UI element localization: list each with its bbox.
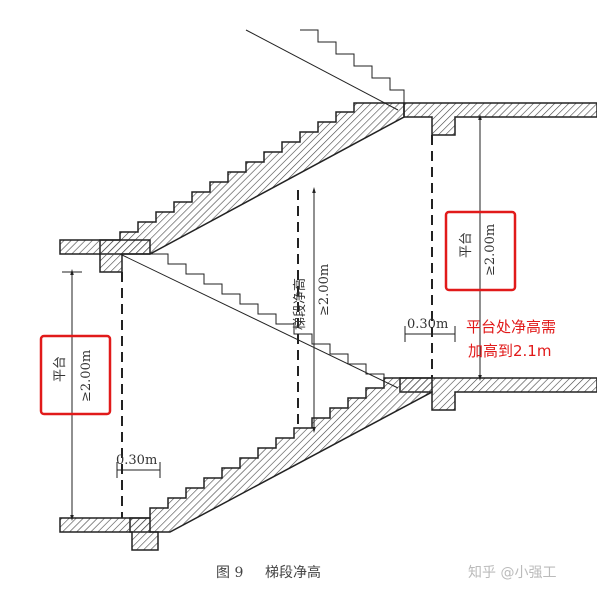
upper-landing-slab [403, 102, 597, 136]
background-stairs [119, 29, 405, 389]
right-label-line2: ≥2.00m [483, 224, 498, 276]
center-label-line2: ≥2.00m [317, 264, 332, 316]
right-clearance-label: 平台 ≥2.00m [444, 210, 517, 292]
upper-stair-flight [99, 102, 405, 255]
left-landing-slab [59, 239, 151, 273]
upper-dimension-text: 0.30m [407, 317, 448, 332]
watermark: 知乎 @小强工 [468, 564, 556, 581]
clearance-lines [121, 135, 433, 518]
left-label-line2: ≥2.00m [79, 350, 94, 402]
right-label-line1: 平台 [459, 232, 474, 258]
annotation-line2: 加高到2.1m [468, 342, 551, 360]
lower-dimension-text: 0.30m [116, 453, 157, 468]
figure-title: 梯段净高 [265, 564, 321, 581]
lower-stair-flight [129, 377, 433, 533]
left-clearance-label: 平台 ≥2.00m [39, 334, 112, 416]
bottom-landing-slab [59, 517, 159, 551]
left-label-line1: 平台 [53, 356, 68, 382]
figure-number: 图 9 [216, 565, 243, 581]
center-label-line1: 梯段净高 [292, 278, 308, 330]
dimension-lines [62, 114, 490, 521]
annotation-line1: 平台处净高需 [466, 318, 556, 336]
flight-clearance-label: 梯段净高 ≥2.00m [292, 264, 332, 330]
